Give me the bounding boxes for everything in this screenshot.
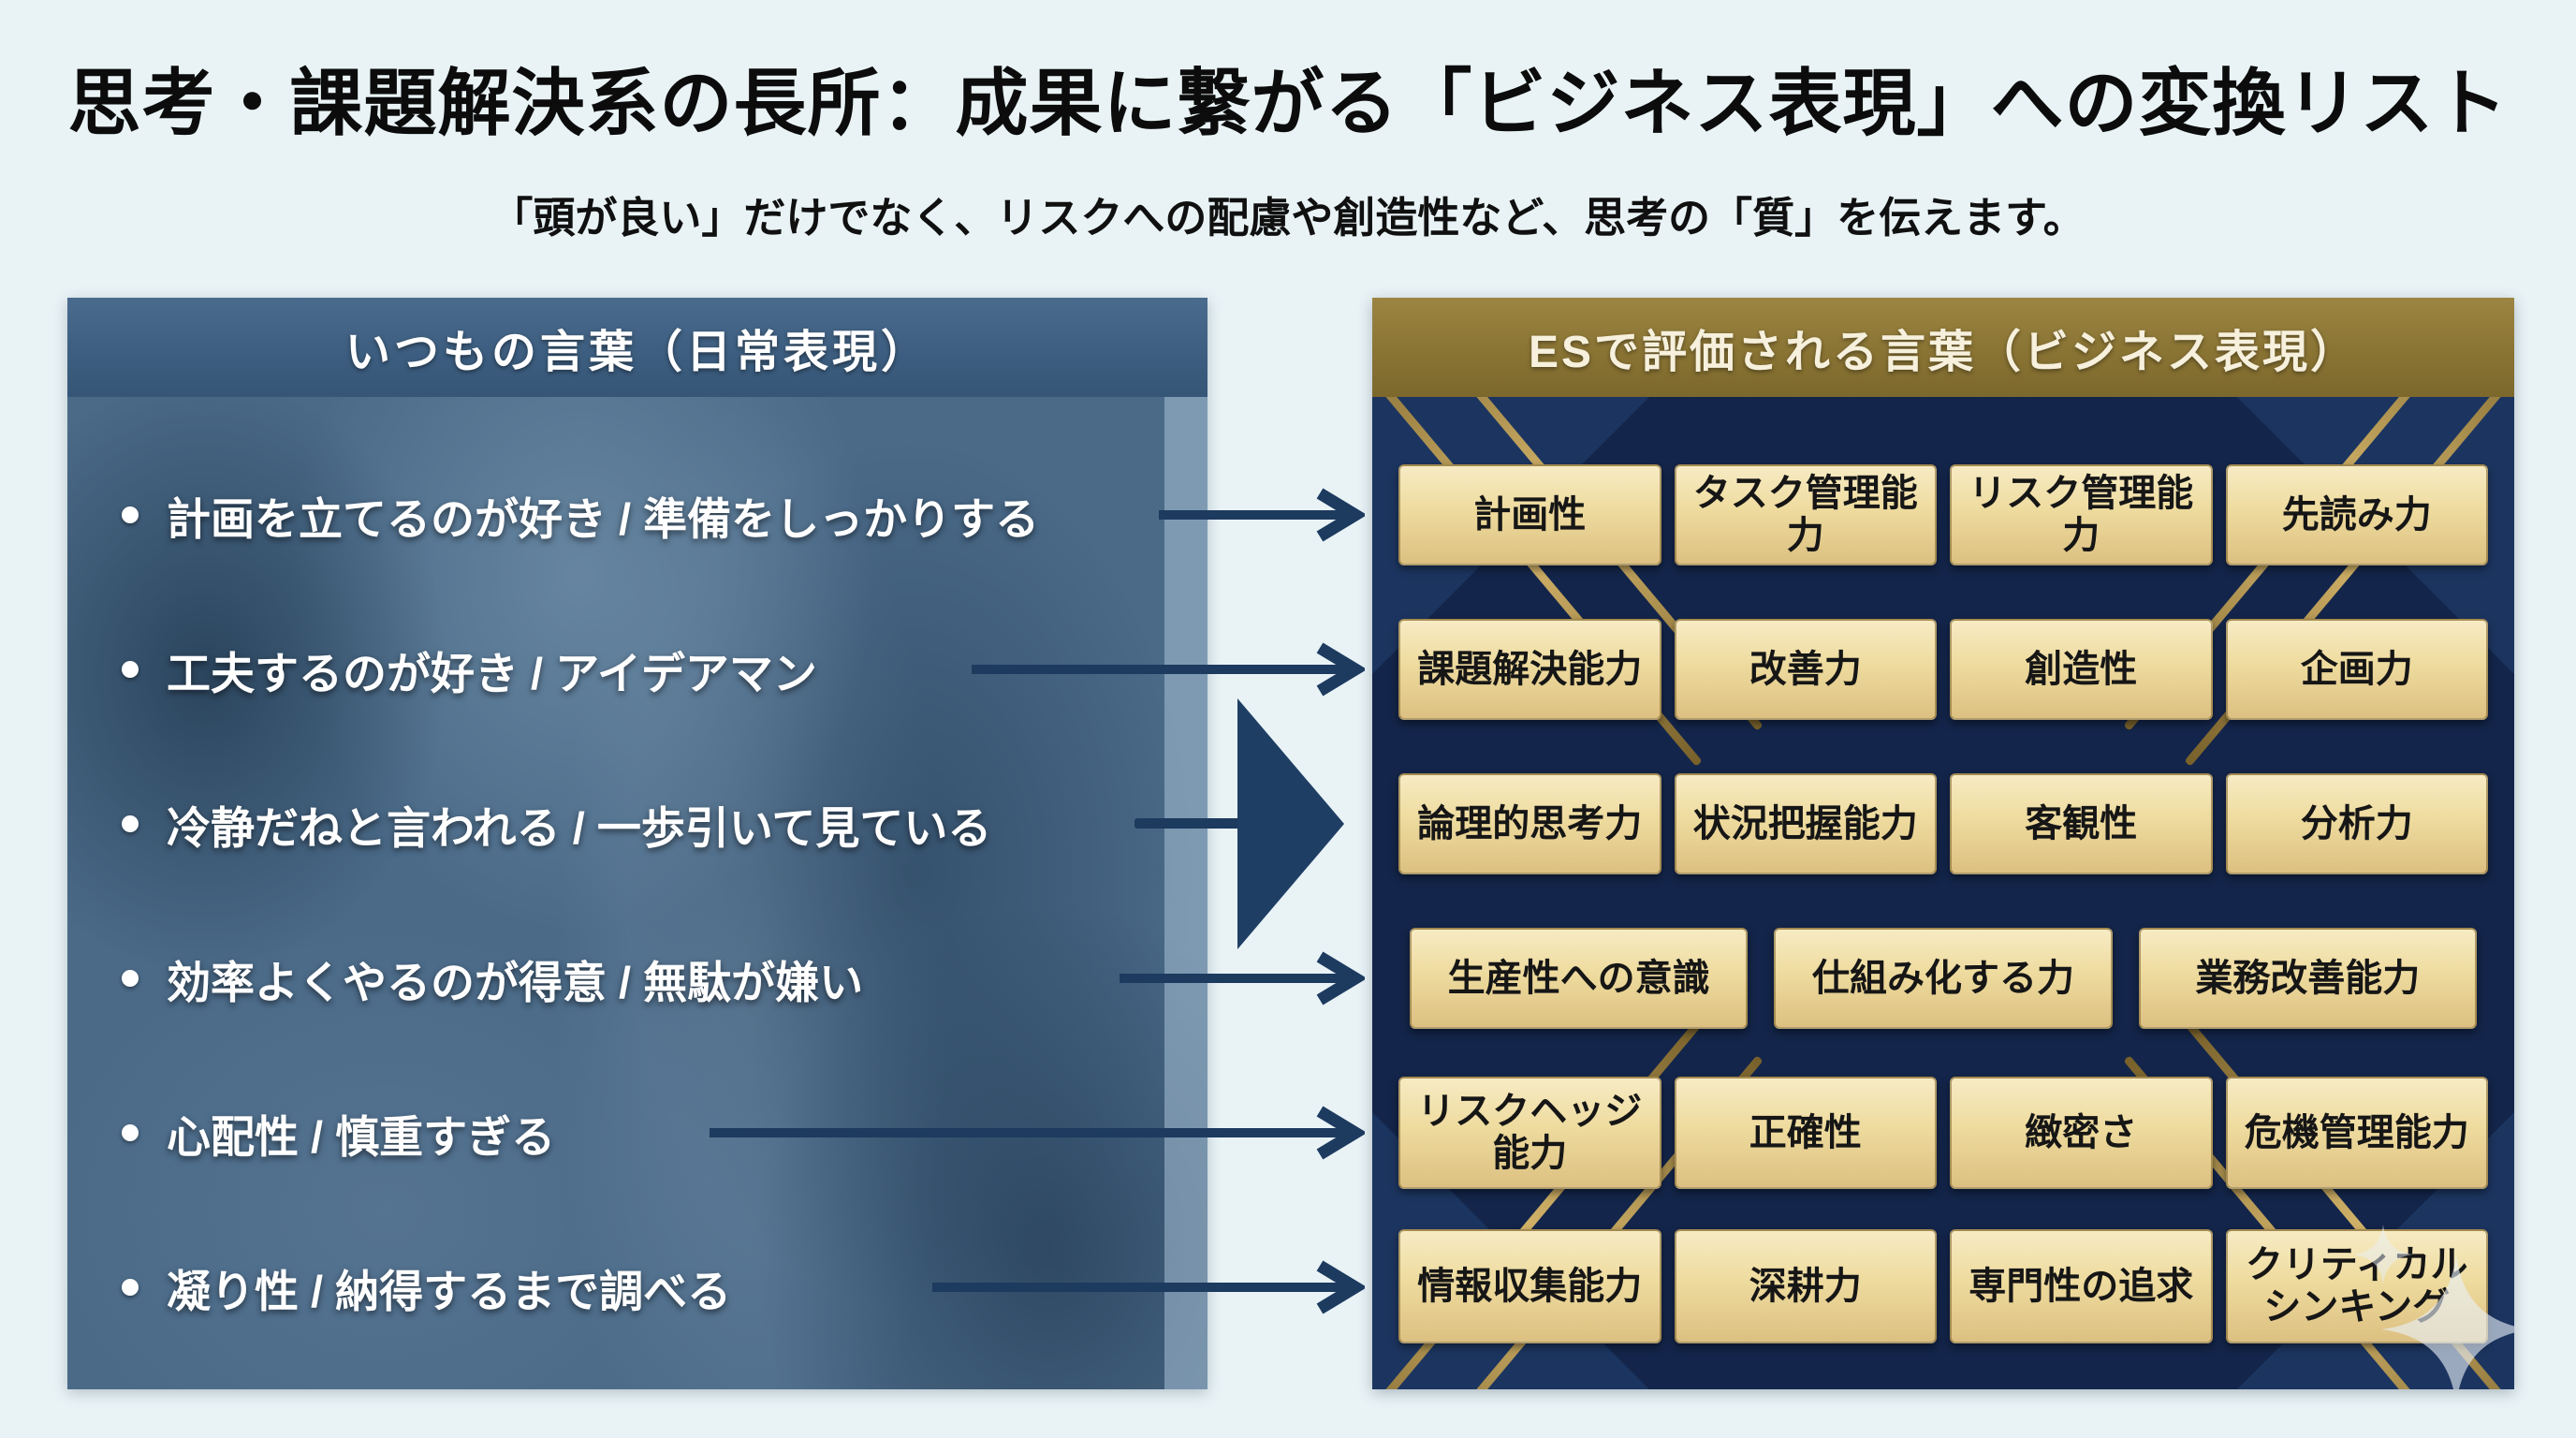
bullet-icon — [122, 815, 139, 832]
bullet-icon — [122, 1124, 139, 1141]
arrow-right-icon — [932, 1260, 1365, 1314]
business-word-box: 論理的思考力 — [1398, 773, 1661, 874]
bullet-icon — [122, 506, 139, 523]
business-word-box: 専門性の追求 — [1950, 1229, 2213, 1343]
sparkle-icon — [2353, 1225, 2413, 1284]
list-item-label: 計画を立てるのが好き / 準備をしっかりする — [167, 493, 1040, 544]
list-item: 心配性 / 慎重すぎる — [122, 1081, 555, 1184]
arrow-right-icon — [710, 1106, 1365, 1160]
business-word-row: 生産性への意識 仕組み化する力 業務改善能力 — [1410, 928, 2477, 1029]
business-word-box: 客観性 — [1950, 773, 2213, 874]
business-word-row: 課題解決能力 改善力 創造性 企画力 — [1398, 619, 2488, 720]
arrow-right-icon — [1120, 951, 1365, 1005]
business-word-box: 創造性 — [1950, 619, 2213, 720]
page-title: 思考・課題解決系の長所：成果に繋がる「ビジネス表現」への変換リスト — [67, 62, 2509, 144]
list-item: 計画を立てるのが好き / 準備をしっかりする — [122, 463, 1039, 566]
business-word-box: クリティカルシンキング — [2225, 1229, 2488, 1343]
business-word-box: 先読み力 — [2225, 464, 2488, 565]
right-panel-business-words: ESで評価される言葉（ビジネス表現） 計画性 タスク管理能力 リスク管理能力 先… — [1372, 298, 2514, 1389]
left-panel-edge-band — [1164, 397, 1208, 1389]
arrow-right-icon — [1159, 488, 1365, 542]
list-item: 工夫するのが好き / アイデアマン — [122, 618, 817, 721]
bullet-icon — [122, 661, 139, 678]
list-item-label: 効率よくやるのが得意 / 無駄が嫌い — [167, 957, 864, 1007]
business-word-box: 企画力 — [2225, 619, 2488, 720]
right-panel-body: 計画性 タスク管理能力 リスク管理能力 先読み力 課題解決能力 改善力 創造性 … — [1372, 397, 2514, 1389]
business-word-box: 仕組み化する力 — [1774, 928, 2113, 1029]
list-item-label: 心配性 / 慎重すぎる — [167, 1111, 556, 1162]
sparkle-icon — [2381, 1255, 2514, 1389]
business-word-box: 危機管理能力 — [2225, 1077, 2488, 1189]
page-subtitle: 「頭が良い」だけでなく、リスクへの配慮や創造性など、思考の「質」を伝えます。 — [490, 194, 2086, 242]
business-word-box: 深耕力 — [1674, 1229, 1937, 1343]
business-word-box: 改善力 — [1674, 619, 1937, 720]
list-item-label: 冷静だねと言われる / 一歩引いて見ている — [167, 802, 992, 853]
business-word-box: 状況把握能力 — [1674, 773, 1937, 874]
arrow-right-icon — [972, 642, 1365, 697]
business-word-row: リスクヘッジ能力 正確性 緻密さ 危機管理能力 — [1398, 1077, 2488, 1189]
business-word-box: リスク管理能力 — [1950, 464, 2213, 565]
right-panel-header: ESで評価される言葉（ビジネス表現） — [1372, 298, 2514, 397]
business-word-box: 業務改善能力 — [2138, 928, 2477, 1029]
arrow-line — [1134, 818, 1249, 829]
list-item: 冷静だねと言われる / 一歩引いて見ている — [122, 772, 991, 875]
business-word-box: タスク管理能力 — [1674, 464, 1937, 565]
business-word-box: 生産性への意識 — [1410, 928, 1749, 1029]
business-word-box: 情報収集能力 — [1398, 1229, 1661, 1343]
business-word-row: 計画性 タスク管理能力 リスク管理能力 先読み力 — [1398, 464, 2488, 565]
business-word-row: 情報収集能力 深耕力 専門性の追求 クリティカルシンキング — [1398, 1229, 2488, 1343]
business-word-box: リスクヘッジ能力 — [1398, 1077, 1661, 1189]
left-panel-header: いつもの言葉（日常表現） — [67, 298, 1208, 397]
business-word-box: 分析力 — [2225, 773, 2488, 874]
list-item-label: 凝り性 / 納得するまで調べる — [167, 1266, 732, 1316]
business-word-row: 論理的思考力 状況把握能力 客観性 分析力 — [1398, 773, 2488, 874]
bullet-icon — [122, 1279, 139, 1296]
business-word-box: 計画性 — [1398, 464, 1661, 565]
business-word-box: 課題解決能力 — [1398, 619, 1661, 720]
left-panel-everyday-words: いつもの言葉（日常表現） 計画を立てるのが好き / 準備をしっかりする 工夫する… — [67, 298, 1208, 1389]
list-item: 凝り性 / 納得するまで調べる — [122, 1236, 731, 1339]
business-word-box: 緻密さ — [1950, 1077, 2213, 1189]
list-item-label: 工夫するのが好き / アイデアマン — [167, 648, 817, 698]
list-item: 効率よくやるのが得意 / 無駄が嫌い — [122, 927, 863, 1030]
bullet-icon — [122, 970, 139, 987]
business-word-box: 正確性 — [1674, 1077, 1937, 1189]
left-panel-body: 計画を立てるのが好き / 準備をしっかりする 工夫するのが好き / アイデアマン… — [67, 397, 1208, 1389]
big-arrow-triangle-icon — [1237, 698, 1344, 949]
